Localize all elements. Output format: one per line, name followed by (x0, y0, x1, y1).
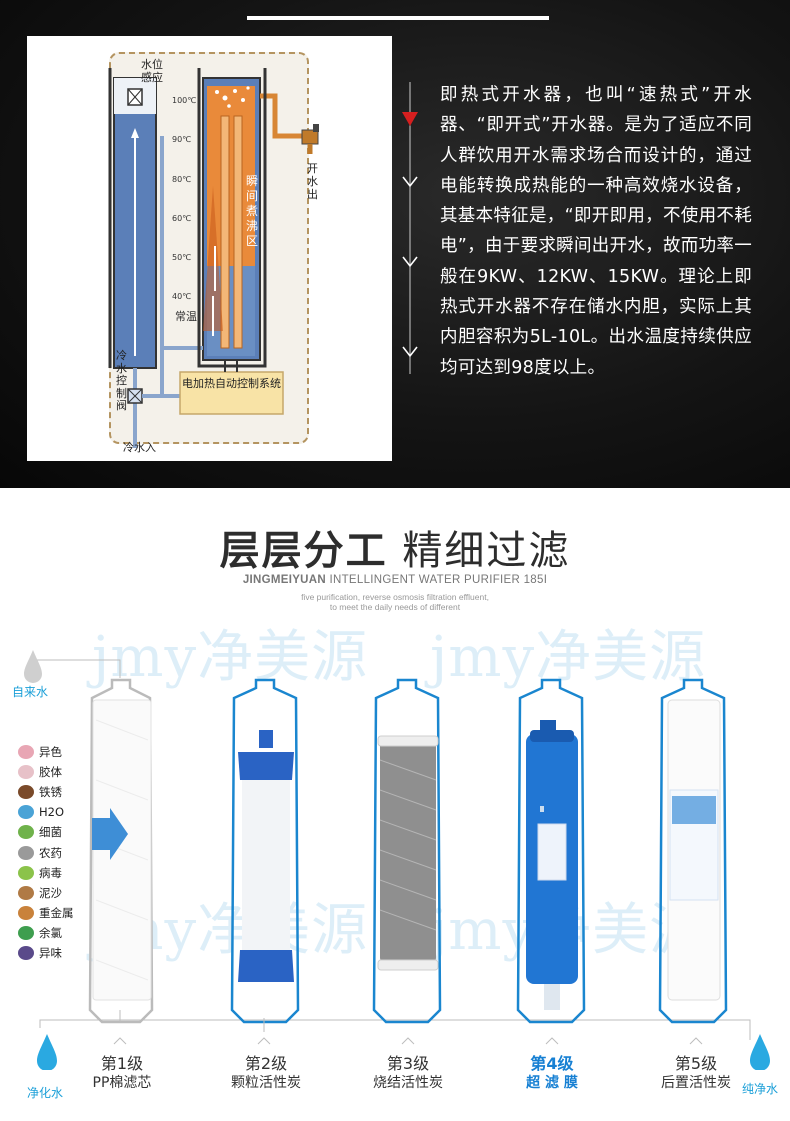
control-system-label: 电加热自动控制系统 (182, 377, 281, 390)
contaminant-label: 异色 (39, 745, 62, 760)
heading-light: 精细过滤 (402, 528, 571, 574)
cold-valve-label: 冷水控制阀 (116, 349, 127, 412)
contaminant-list: 异色胶体铁锈 H2O 细菌农药病毒泥沙重金属余氯异味 (18, 742, 98, 963)
contaminant-item: 异味 (18, 943, 98, 963)
contaminant-icon (18, 885, 34, 900)
contaminant-item: 病毒 (18, 863, 98, 883)
contaminant-item: 胶体 (18, 762, 98, 782)
contaminant-icon (18, 925, 34, 940)
subtitle-english: JINGMEIYUAN INTELLINGENT WATER PURIFIER … (0, 574, 790, 586)
tap-water-label: 自来水 (12, 685, 49, 699)
cold-water-inlet-label: 冷水入 (123, 441, 156, 454)
pure-water-label: 纯净水 (742, 1082, 779, 1096)
stage-3-label: 第3级 烧结活性炭 (348, 1054, 468, 1092)
contaminant-icon (18, 905, 34, 920)
brand-watermark: jmy净美源 (92, 625, 369, 690)
contaminant-label: 重金属 (39, 905, 74, 920)
contaminant-label: H2O (39, 805, 65, 820)
contaminant-label: 病毒 (39, 865, 62, 880)
contaminant-label: 异味 (39, 945, 62, 960)
flow-arrows-decoration (402, 82, 418, 374)
top-divider (247, 16, 549, 20)
normal-temp-label: 常温 (175, 310, 197, 323)
water-level-sensor-label: 水位感应 (141, 58, 163, 84)
temp-tick: 90℃ (172, 135, 192, 145)
stage-name: 后置活性炭 (661, 1075, 731, 1091)
hot-water-outlet-label: 开水出 (307, 162, 318, 201)
stage-4-label: 第4级 超 滤 膜 (492, 1054, 612, 1092)
subtitle-rest: INTELLINGENT WATER PURIFIER 185I (325, 574, 548, 586)
contaminant-icon (18, 745, 34, 760)
stage-name: 超 滤 膜 (526, 1075, 578, 1091)
contaminant-label: 胶体 (39, 765, 62, 780)
filter-stages-art (24, 650, 770, 1070)
stage-2-label: 第2级 颗粒活性炭 (206, 1054, 326, 1092)
subtitle-caption: five purification, reverse osmosis filtr… (0, 592, 790, 612)
stage-name: 颗粒活性炭 (231, 1075, 301, 1091)
stage-level: 第4级 (530, 1054, 574, 1073)
brand-watermark: jmy净美源 (430, 625, 707, 690)
stage-level: 第5级 (674, 1054, 718, 1073)
temp-tick: 60℃ (172, 213, 192, 223)
contaminant-item: 异色 (18, 742, 98, 762)
purified-water-label: 净化水 (27, 1086, 64, 1100)
contaminant-label: 铁锈 (39, 785, 62, 800)
contaminant-item: 农药 (18, 842, 98, 862)
contaminant-icon (18, 865, 34, 880)
boiler-description: 即热式开水器，也叫“速热式”开水器、“即开式”开水器。是为了适应不同人群饮用开水… (440, 85, 752, 378)
subtitle-caption-line: five purification, reverse osmosis filtr… (301, 592, 489, 602)
contaminant-icon (18, 845, 34, 860)
contaminant-item: 重金属 (18, 903, 98, 923)
contaminant-icon (18, 825, 34, 840)
contaminant-label: 细菌 (39, 825, 62, 840)
contaminant-item: 泥沙 (18, 883, 98, 903)
contaminant-label: 余氯 (39, 925, 62, 940)
contaminant-item: 铁锈 (18, 782, 98, 802)
section-heading: 层层分工 精细过滤 (0, 518, 790, 576)
stage-name: PP棉滤芯 (92, 1075, 152, 1091)
subtitle-caption-line: to meet the daily needs of different (329, 602, 461, 612)
contaminant-icon (18, 805, 34, 820)
temperature-scale: 100℃ 90℃ 80℃ 60℃ 50℃ 40℃ (172, 81, 196, 317)
instant-boil-zone-label: 瞬间煮沸区 (246, 174, 259, 248)
contaminant-icon (18, 785, 34, 800)
stage-level: 第1级 (100, 1054, 144, 1073)
temp-tick: 80℃ (172, 174, 192, 184)
temp-tick: 100℃ (172, 96, 197, 105)
subtitle-brand: JINGMEIYUAN (242, 574, 326, 586)
contaminant-item: 余氯 (18, 923, 98, 943)
contaminant-item: H2O (18, 802, 98, 822)
contaminant-icon (18, 945, 34, 960)
contaminant-label: 泥沙 (39, 885, 62, 900)
contaminant-item: 细菌 (18, 822, 98, 842)
boiler-diagram-art (108, 68, 319, 448)
intro-panel: 水位感应 100℃ 90℃ 80℃ 60℃ 50℃ 40℃ 常温 瞬间煮沸区 冷… (0, 0, 790, 488)
stage-5-label: 第5级 后置活性炭 (636, 1054, 756, 1092)
heading-bold: 层层分工 (219, 528, 388, 574)
contaminant-label: 农药 (39, 845, 62, 860)
stage-name: 烧结活性炭 (373, 1075, 443, 1091)
temp-tick: 50℃ (172, 253, 192, 263)
boiler-diagram: 水位感应 100℃ 90℃ 80℃ 60℃ 50℃ 40℃ 常温 瞬间煮沸区 冷… (27, 36, 392, 461)
stage-1-label: 第1级 PP棉滤芯 (62, 1054, 182, 1092)
stage-level: 第2级 (244, 1054, 288, 1073)
stage-level: 第3级 (386, 1054, 430, 1073)
temp-tick: 40℃ (172, 292, 192, 302)
contaminant-icon (18, 765, 34, 780)
